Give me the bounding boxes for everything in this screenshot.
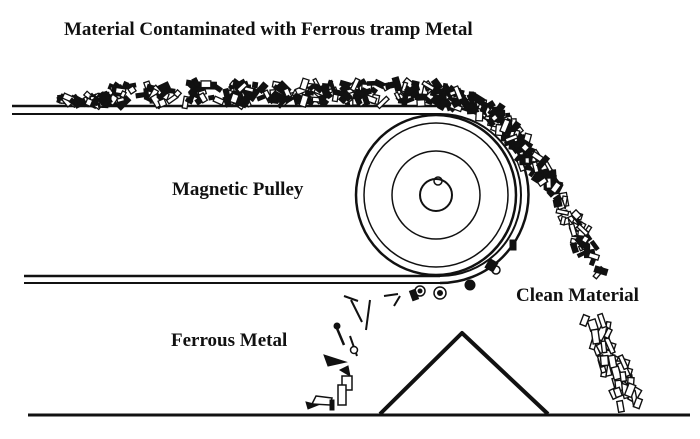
material-chunk (587, 251, 601, 261)
material-chunk (549, 180, 563, 195)
material-chunk (393, 91, 402, 101)
material-chunk (552, 198, 563, 208)
material-chunk (172, 88, 183, 99)
material-chunk (212, 95, 225, 106)
material-chunk (119, 90, 128, 99)
material-chunk (256, 81, 269, 95)
material-chunk (320, 83, 332, 100)
material-chunk (519, 142, 531, 153)
material-chunk (536, 176, 549, 188)
material-chunk (559, 215, 567, 226)
clean-material-chunk (603, 327, 614, 340)
clean-material-chunk (599, 354, 610, 367)
clean-material-chunk (619, 371, 628, 383)
magnetic-pulley-label: Magnetic Pulley (172, 179, 304, 200)
belt-material (56, 76, 609, 280)
material-chunk (555, 208, 570, 216)
material-chunk (231, 80, 238, 89)
material-chunk (256, 93, 266, 102)
material-chunk (298, 77, 310, 92)
material-chunk (593, 265, 609, 277)
material-chunk (574, 235, 587, 250)
material-chunk (416, 99, 426, 108)
material-chunk (514, 137, 524, 150)
material-chunk (584, 243, 591, 259)
material-chunk (213, 84, 223, 93)
material-chunk (452, 85, 464, 102)
material-chunk (489, 113, 500, 123)
material-chunk (84, 97, 94, 108)
material-chunk (433, 86, 442, 95)
material-chunk (464, 102, 476, 111)
material-chunk (568, 222, 578, 238)
clean-material-chunk (623, 382, 637, 399)
clean-material-chunk (596, 312, 608, 329)
material-chunk (569, 242, 580, 254)
material-chunk (570, 208, 583, 221)
material-chunk (499, 118, 511, 134)
material-chunk (197, 91, 209, 104)
material-chunk (234, 94, 249, 108)
material-chunk (524, 156, 531, 165)
material-chunk (423, 95, 433, 104)
material-chunk (354, 88, 366, 98)
clean-material-stream (579, 312, 644, 414)
material-chunk (251, 81, 259, 89)
material-chunk (375, 95, 391, 110)
material-chunk (235, 81, 249, 94)
clean-material-chunk (590, 328, 601, 345)
material-chunk (298, 93, 310, 109)
material-chunk (421, 80, 436, 92)
clean-material-chunk (632, 396, 644, 410)
material-chunk (589, 239, 600, 252)
material-chunk (400, 81, 409, 93)
material-chunk (229, 92, 240, 105)
ferrous-metal-label: Ferrous Metal (171, 330, 288, 351)
material-chunk (304, 89, 315, 96)
material-chunk (349, 77, 361, 92)
material-chunk (504, 133, 519, 144)
material-chunk (509, 120, 522, 134)
material-chunk (102, 90, 113, 105)
material-chunk (404, 82, 420, 97)
material-chunk (384, 81, 396, 90)
material-chunk (479, 104, 489, 114)
material-chunk (184, 97, 194, 105)
clean-material-chunk (600, 340, 608, 354)
material-chunk (127, 85, 137, 95)
material-chunk (157, 97, 168, 109)
material-chunk (72, 93, 84, 107)
material-chunk (361, 94, 371, 106)
clean-material-chunk (612, 386, 624, 399)
material-chunk (535, 154, 551, 170)
splitter-triangle (378, 331, 550, 416)
clean-material-chunk (579, 313, 591, 328)
material-chunk (576, 223, 590, 237)
material-chunk (307, 83, 317, 92)
material-chunk (341, 90, 354, 102)
material-chunk (366, 80, 377, 86)
clean-material-chunk (617, 353, 629, 371)
material-chunk (276, 95, 289, 109)
clean-material-label: Clean Material (516, 285, 639, 306)
material-chunk (369, 86, 379, 95)
material-chunk (471, 92, 486, 107)
clean-material-chunk (615, 399, 626, 414)
material-chunk (91, 99, 98, 107)
material-chunk (116, 96, 126, 104)
diagram-title: Material Contaminated with Ferrous tramp… (64, 19, 473, 40)
magnetic-pulley (354, 113, 518, 277)
material-chunk (320, 97, 330, 108)
material-chunk (156, 87, 171, 101)
material-chunk (200, 80, 212, 89)
material-chunk (328, 79, 336, 92)
ferrous-metal-pieces (305, 239, 517, 411)
material-chunk (436, 98, 449, 111)
material-chunk (208, 94, 215, 101)
